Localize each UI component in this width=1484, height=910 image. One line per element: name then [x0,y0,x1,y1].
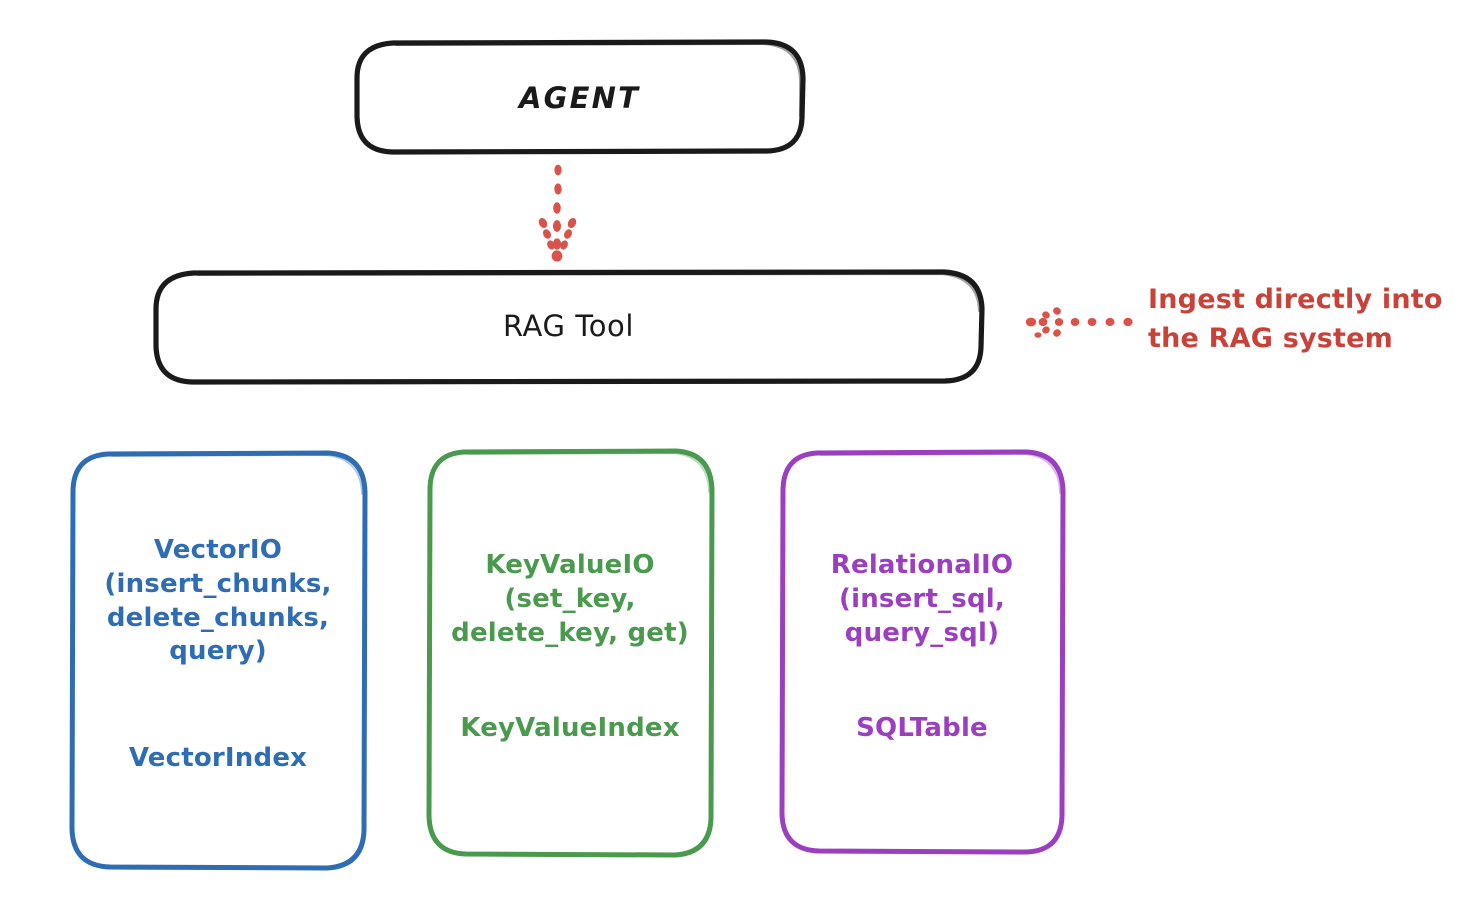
relational-io-box-outline [779,449,1066,855]
key-value-io-box-outline-jitter [467,452,710,493]
vector-io-box-outline [69,450,368,871]
agent-node[interactable] [354,39,806,155]
relational-io-box-outline-jitter [820,453,1061,494]
key-value-io-box-outline [426,448,715,858]
rag-tool-box-outline-jitter [197,272,980,312]
agent-box-outline-jitter [395,42,801,117]
vector-io-box-outline-jitter [111,454,363,495]
key-value-io-node[interactable] [426,448,715,858]
rag-tool-box-outline [153,269,985,385]
vector-io-node[interactable] [69,450,368,871]
ingest-to-rag-connector [1025,307,1133,338]
rag-tool-node[interactable] [153,269,985,385]
agent-box-outline [354,39,806,155]
agent-to-rag-connector [538,164,577,262]
relational-io-node[interactable] [779,449,1066,855]
